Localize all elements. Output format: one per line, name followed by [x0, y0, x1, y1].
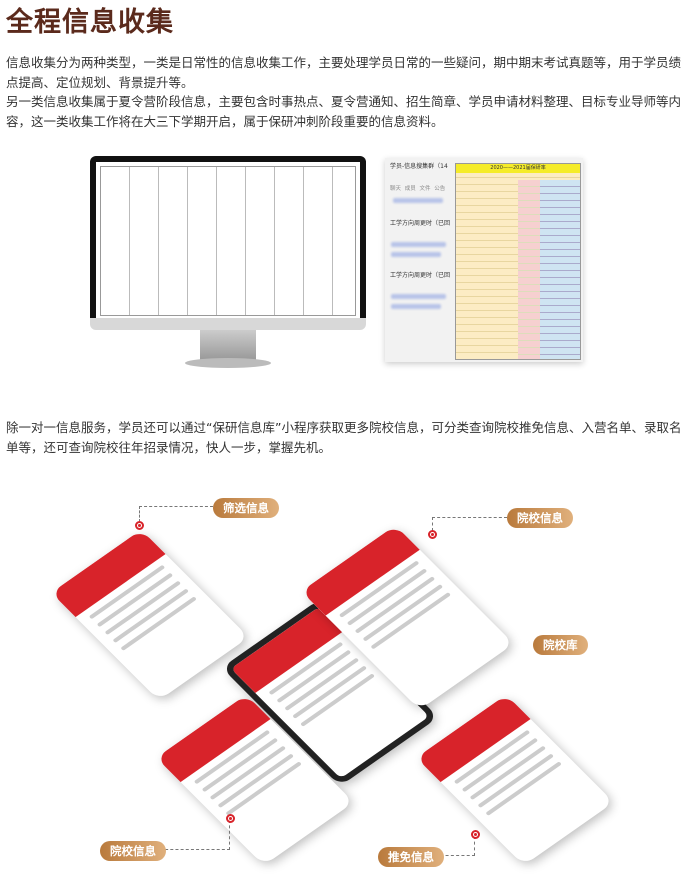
label-recommend: 推免信息 [378, 847, 444, 867]
excel-header: 2020——2021届保研率 [456, 164, 580, 173]
marker-dot [226, 814, 235, 823]
group-name: 学员-信息搜集群（14 [390, 163, 448, 170]
monitor-chin [90, 318, 366, 330]
paragraph-3: 除一对一信息服务，学员还可以通过“保研信息库”小程序获取更多院校信息，可分类查询… [6, 420, 682, 455]
marker-dot [135, 521, 144, 530]
monitor-image [90, 156, 366, 326]
label-school-library: 院校库 [533, 635, 588, 655]
paragraph-1: 信息收集分为两种类型，一类是日常性的信息收集工作，主要处理学员日常的一些疑问，期… [6, 55, 682, 90]
label-filter: 筛选信息 [213, 498, 279, 518]
phone-filter [51, 529, 249, 701]
monitor-stand [200, 330, 256, 360]
spreadsheet-preview [100, 166, 356, 316]
chat-tabs: 聊天 成员 文件 公告 [390, 186, 446, 192]
marker-dot [471, 830, 480, 839]
chat-message: 工学方向周更时（已回 [390, 220, 451, 227]
chat-message: 工学方向周更时（已回 [390, 272, 451, 279]
paragraph-2: 另一类信息收集属于夏令营阶段信息，主要包含时事热点、夏令营通知、招生简章、学员申… [6, 94, 682, 129]
label-school-info-top: 院校信息 [507, 508, 573, 528]
marker-dot [428, 530, 437, 539]
monitor-base [185, 358, 271, 368]
label-school-info-bottom: 院校信息 [100, 841, 166, 861]
page-title: 全程信息收集 [6, 7, 174, 38]
excel-overlay: 2020——2021届保研率 [455, 163, 581, 360]
